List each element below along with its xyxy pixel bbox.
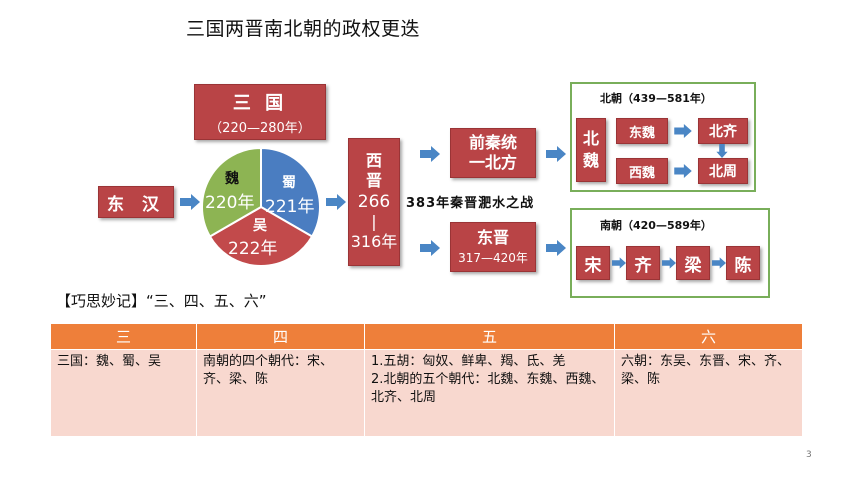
pie-label-wu-year: 222年	[228, 239, 278, 259]
table-header-three: 三	[50, 323, 197, 350]
box-beiqi: 北齐	[698, 118, 748, 144]
box-dongjin-name: 东晋	[476, 228, 509, 247]
arrow-right-icon	[420, 240, 440, 256]
table-cell-five-item1: 1.五胡：匈奴、鲜卑、羯、氐、羌	[371, 354, 566, 369]
page-number: 3	[806, 450, 812, 460]
page-title: 三国两晋南北朝的政权更迭	[186, 18, 421, 40]
box-sanguo-name: 三 国	[232, 92, 288, 114]
box-xijin-sep: |	[371, 212, 377, 231]
box-beizhou: 北周	[698, 158, 748, 184]
arrow-right-icon	[662, 257, 676, 269]
pie-label-shu: 蜀	[282, 175, 296, 191]
box-xijin-end: 316年	[350, 232, 398, 251]
table-row: 三国：魏、蜀、吴 南朝的四个朝代：宋、齐、梁、陈 1.五胡：匈奴、鲜卑、羯、氐、…	[50, 349, 803, 437]
arrow-right-icon	[180, 194, 200, 210]
pie-label-wei-year: 220年	[205, 193, 255, 213]
table-header-six: 六	[614, 323, 803, 350]
pie-label-shu-year: 221年	[265, 197, 315, 217]
arrow-right-icon	[612, 257, 626, 269]
box-xijin-name2: 晋	[365, 171, 382, 190]
mnemonic-table: 三 四 五 六 三国：魏、蜀、吴 南朝的四个朝代：宋、齐、梁、陈 1.五胡：匈奴…	[50, 323, 803, 437]
table-cell-four: 南朝的四个朝代：宋、齐、梁、陈	[196, 349, 365, 437]
arrow-right-icon	[420, 146, 440, 162]
arrow-right-icon	[326, 194, 346, 210]
table-cell-three: 三国：魏、蜀、吴	[50, 349, 197, 437]
box-chen: 陈	[726, 246, 760, 280]
box-liang: 梁	[676, 246, 710, 280]
arrow-right-icon	[546, 146, 566, 162]
box-dongjin-years: 317—420年	[458, 251, 528, 265]
box-sanguo-years: （220—280年）	[209, 120, 311, 136]
box-dongjin: 东晋 317—420年	[450, 222, 536, 272]
table-header-row: 三 四 五 六	[50, 323, 803, 350]
box-qianqin-line2: 一北方	[468, 153, 517, 172]
box-beiwei: 北 魏	[576, 118, 606, 182]
pie-label-wu: 吴	[253, 218, 267, 234]
north-panel-label: 北朝（439—581年）	[600, 92, 712, 105]
battle-note: 383年秦晋淝水之战	[406, 196, 535, 211]
box-dongwei-label: 东魏	[628, 125, 655, 141]
pie-label-wei: 魏	[225, 171, 239, 187]
box-donghan: 东 汉	[98, 186, 174, 218]
box-song-label: 宋	[584, 255, 602, 276]
box-liang-label: 梁	[684, 255, 702, 276]
box-qi: 齐	[626, 246, 660, 280]
box-xijin-start: 266	[357, 192, 391, 212]
arrow-down-icon	[716, 144, 728, 158]
box-xijin: 西 晋 266 | 316年	[348, 138, 400, 266]
box-beiwei-line2: 魏	[582, 151, 599, 170]
arrow-right-icon	[674, 164, 692, 178]
table-header-four: 四	[196, 323, 365, 350]
table-cell-five-item2: 2.北朝的五个朝代：北魏、东魏、西魏、北齐、北周	[371, 372, 605, 405]
box-beiqi-label: 北齐	[709, 124, 737, 140]
box-qianqin: 前秦统 一北方	[450, 128, 536, 178]
box-xiwei: 西魏	[616, 158, 668, 184]
box-chen-label: 陈	[734, 255, 752, 276]
box-qianqin-line1: 前秦统	[468, 133, 517, 152]
table-cell-five: 1.五胡：匈奴、鲜卑、羯、氐、羌 2.北朝的五个朝代：北魏、东魏、西魏、北齐、北…	[364, 349, 615, 437]
arrow-right-icon	[674, 124, 692, 138]
box-sanguo: 三 国 （220—280年）	[194, 84, 326, 140]
south-panel-label: 南朝（420—589年）	[600, 219, 712, 232]
box-dongwei: 东魏	[616, 118, 668, 144]
box-song: 宋	[576, 246, 610, 280]
table-cell-six: 六朝：东吴、东晋、宋、齐、梁、陈	[614, 349, 803, 437]
box-xijin-name1: 西	[365, 151, 382, 170]
box-xiwei-label: 西魏	[628, 165, 655, 181]
mnemonic-heading: 【巧思妙记】“三、四、五、六”	[56, 292, 267, 310]
table-header-five: 五	[364, 323, 615, 350]
arrow-right-icon	[546, 240, 566, 256]
box-beiwei-line1: 北	[582, 129, 599, 148]
box-beizhou-label: 北周	[709, 164, 737, 180]
box-donghan-label: 东 汉	[107, 194, 165, 215]
three-kingdoms-pie	[200, 146, 322, 268]
pie-slice-wei	[200, 146, 262, 238]
arrow-right-icon	[712, 257, 726, 269]
box-qi-label: 齐	[634, 255, 652, 276]
